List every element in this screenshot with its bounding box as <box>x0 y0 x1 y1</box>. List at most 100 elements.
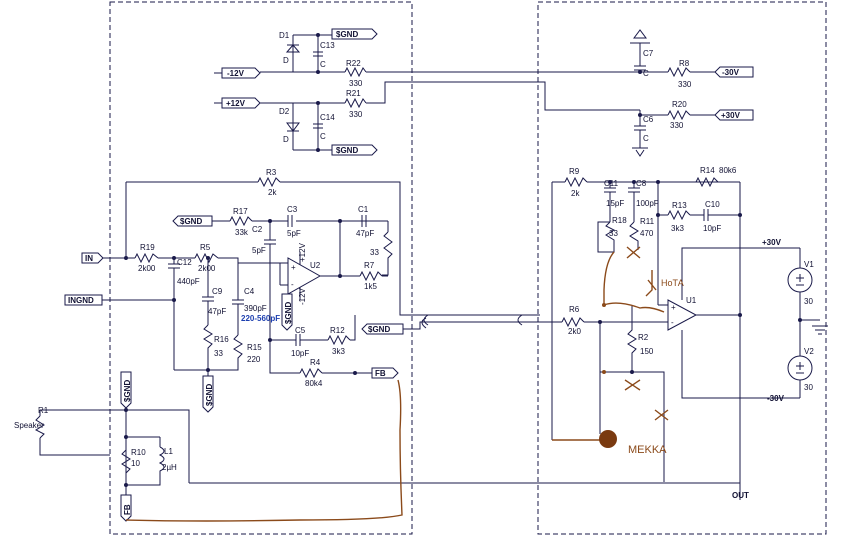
r18-val: 33 <box>609 229 618 238</box>
c1-val: 47pF <box>356 229 374 238</box>
preamp-section: R3 2k $GND R17 33k C3 5pF C1 47pF 33 C2 … <box>125 168 540 316</box>
mekka-blob <box>599 430 617 448</box>
r22-resistor: R22 330 <box>344 59 367 88</box>
r7-val: 1k5 <box>364 282 377 291</box>
gnd-flag-bottom-label: $GND <box>205 384 214 406</box>
speaker-section: $GND R1 Speaker R10 10 L1 2µH FB <box>14 371 740 522</box>
u2-vn: -12V <box>298 287 307 305</box>
c2-ref: C2 <box>252 225 263 234</box>
v1-ref: V1 <box>804 260 814 269</box>
r21-ref: R21 <box>346 89 361 98</box>
u2-minus: - <box>291 280 294 289</box>
junction-dots <box>124 33 802 487</box>
p30v-flag-label: +30V <box>721 111 741 120</box>
c13-val: C <box>320 60 326 69</box>
v1-val: 30 <box>804 297 813 306</box>
v2-ref: V2 <box>804 347 814 356</box>
c4-val: 390pF <box>244 304 267 313</box>
c4-ref: C4 <box>244 287 255 296</box>
p12v-flag-label: +12V <box>226 99 246 108</box>
gnd-flag-mid-label: $GND <box>368 325 390 334</box>
r1-val: Speaker <box>14 421 44 430</box>
r9-ref: R9 <box>569 167 580 176</box>
r17-val: 33k <box>235 228 249 237</box>
c8-ref: C8 <box>636 179 647 188</box>
r5-ref: R5 <box>200 243 211 252</box>
r33-val: 33 <box>370 248 379 257</box>
output-stage-section: R9 2k C11 15pF C8 100pF R14 80k6 R18 33 … <box>551 166 741 500</box>
c11-val: 15pF <box>606 199 624 208</box>
hand-markup: MEKKA НоТА <box>125 246 684 522</box>
r17-ref: R17 <box>233 207 248 216</box>
fb-flag2-label: FB <box>123 504 132 515</box>
gnd-flag-r1-label: $GND <box>123 380 132 402</box>
r19-val: 2k00 <box>138 264 156 273</box>
r6-ref: R6 <box>569 305 580 314</box>
c6-val: C <box>643 134 649 143</box>
r7-ref: R7 <box>364 261 375 270</box>
d1-val: D <box>283 56 289 65</box>
gnd-flag-3-label: $GND <box>180 217 202 226</box>
r4-val: 80k4 <box>305 379 323 388</box>
r3-val: 2k <box>268 188 277 197</box>
r3-ref: R3 <box>266 168 277 177</box>
c9-val: 47pF <box>208 307 226 316</box>
r2-ref: R2 <box>638 333 649 342</box>
r10-ref: R10 <box>131 448 146 457</box>
r15-val: 220 <box>247 355 261 364</box>
r8-val: 330 <box>678 80 692 89</box>
r13-ref: R13 <box>672 201 687 210</box>
r1-ref: R1 <box>38 406 49 415</box>
r11-val: 470 <box>640 229 654 238</box>
c12-val: 440pF <box>177 277 200 286</box>
u1-ref: U1 <box>686 296 697 305</box>
gnd-flag-u2: $GND <box>281 293 293 331</box>
r13-val: 3k3 <box>671 224 684 233</box>
right-block-border <box>537 1 827 535</box>
c8-val: 100pF <box>636 199 659 208</box>
m12v-flag: -12V <box>214 67 261 79</box>
gnd-flag-2-label: $GND <box>336 146 358 155</box>
m30v-flag-label: -30V <box>722 68 740 77</box>
c14-ref: C14 <box>320 113 335 122</box>
r9-val: 2k <box>571 189 580 198</box>
p30-label: +30V <box>762 238 782 247</box>
in-flag-label: IN <box>85 254 93 263</box>
c10-ref: C10 <box>705 200 720 209</box>
c13-ref: C13 <box>320 41 335 50</box>
r14-val: 80k6 <box>719 166 737 175</box>
fb-flag-label: FB <box>375 369 386 378</box>
d1-ref: D1 <box>279 31 290 40</box>
v2-val: 30 <box>804 383 813 392</box>
c2-val: 5pF <box>252 246 266 255</box>
r6-val: 2k0 <box>568 327 581 336</box>
c12-ref: C12 <box>177 258 192 267</box>
c9-ref: C9 <box>212 287 223 296</box>
mekka-text: MEKKA <box>628 444 667 456</box>
input-section: IN R19 2k00 R5 2k00 C12 440pF INGND C9 4… <box>64 243 288 376</box>
d2-val: D <box>283 135 289 144</box>
u2-vp: +12V <box>298 242 307 262</box>
r5-val: 2k00 <box>198 264 216 273</box>
r20-ref: R20 <box>672 100 687 109</box>
r4-ref: R4 <box>310 358 321 367</box>
l1-val: 2µH <box>162 463 177 472</box>
c6-ref: C6 <box>643 115 654 124</box>
ingnd-flag-label: INGND <box>68 296 94 305</box>
r19-ref: R19 <box>140 243 155 252</box>
gnd-flag-bottom: $GND <box>202 375 214 413</box>
r8-ref: R8 <box>679 59 690 68</box>
r16-val: 33 <box>214 349 223 358</box>
gnd-flag-top: $GND <box>331 28 378 40</box>
d2-c14-section: +12V D2 D C14 C R21 330 $GND <box>214 81 640 156</box>
r16-ref: R16 <box>214 335 229 344</box>
c14-val: C <box>320 132 326 141</box>
c4-note: 220-560pF <box>241 314 280 323</box>
left-block-border <box>109 1 413 535</box>
c3-val: 5pF <box>287 229 301 238</box>
c10-val: 10pF <box>703 224 721 233</box>
d1-c13-section: D1 D C13 C <box>260 31 540 73</box>
supply-sources: V1 30 V2 30 <box>787 248 828 398</box>
m12v-flag-label: -12V <box>227 69 245 78</box>
supply-filter-section: C7 C R8 330 -30V C6 C R20 330 +30V <box>540 29 754 157</box>
